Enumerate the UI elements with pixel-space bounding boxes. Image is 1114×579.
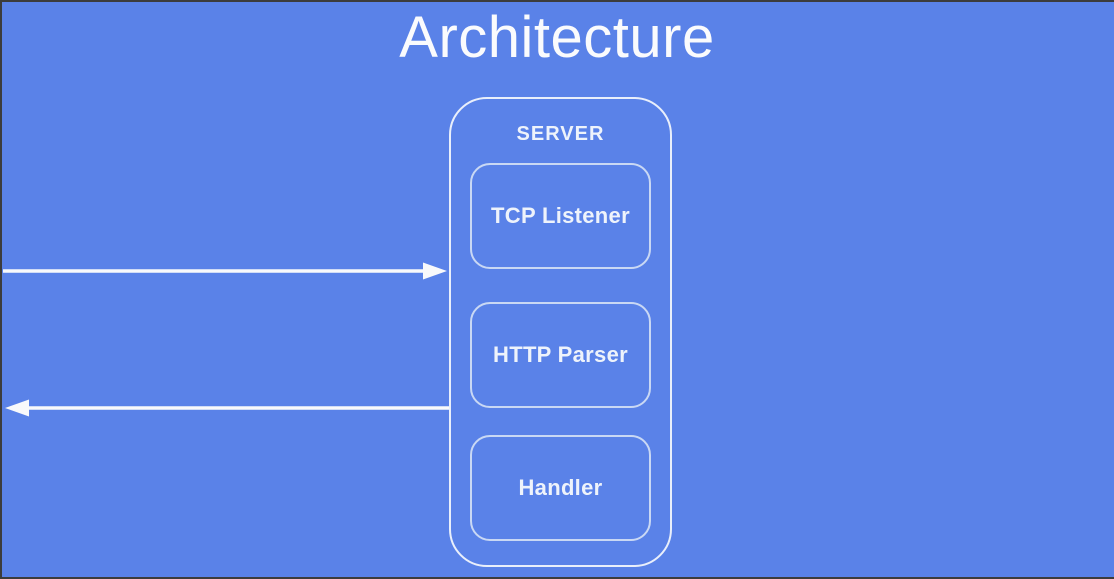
component-tcp-listener: TCP Listener — [470, 163, 651, 269]
component-label: HTTP Parser — [493, 342, 628, 367]
frame-edge-left — [0, 0, 2, 579]
request-arrow — [3, 262, 447, 280]
response-arrow — [5, 399, 450, 417]
component-label: Handler — [518, 475, 603, 500]
component-handler: Handler — [470, 435, 651, 541]
server-label: SERVER — [516, 123, 605, 145]
frame-edge-top — [0, 0, 1114, 2]
server-container: SERVER TCP Listener HTTP Parser Handler — [449, 97, 672, 567]
component-label: TCP Listener — [491, 203, 630, 228]
frame-edge-bottom — [0, 577, 1114, 579]
component-http-parser: HTTP Parser — [470, 302, 651, 408]
page-title: Architecture — [399, 5, 715, 70]
